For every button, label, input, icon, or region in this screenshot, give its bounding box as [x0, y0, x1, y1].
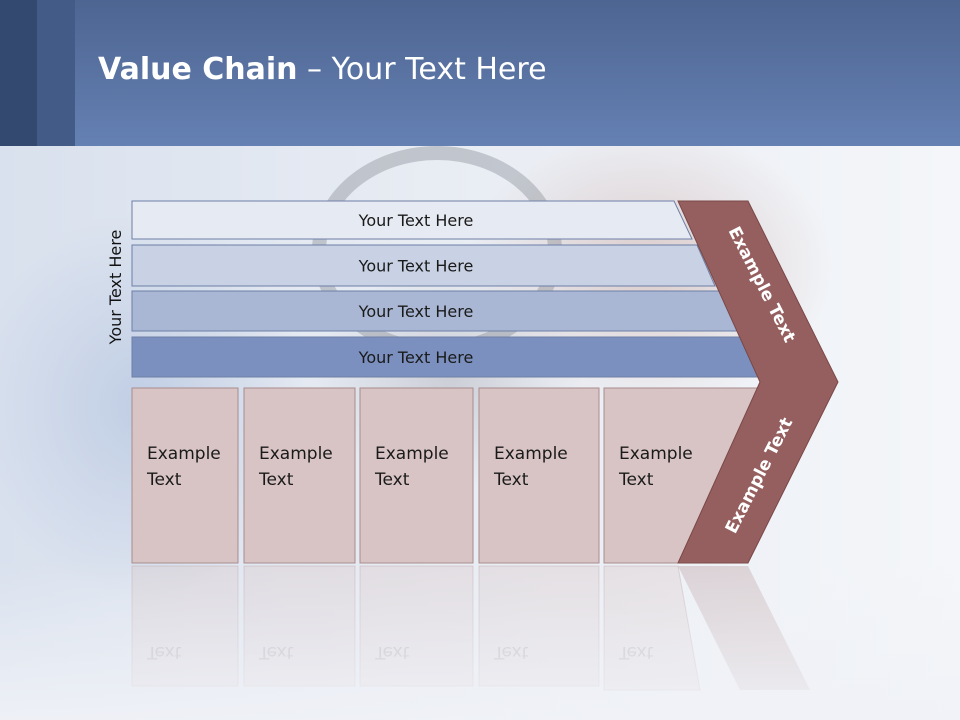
primary-box-line1: Example	[259, 444, 333, 464]
header-stripe-dark	[0, 0, 37, 146]
bottom-fade	[0, 560, 960, 720]
primary-box-line2: Text	[258, 470, 294, 490]
primary-box-line1: Example	[494, 444, 568, 464]
primary-box-1	[131, 387, 239, 564]
primary-box-line1: Example	[375, 444, 449, 464]
side-label: Your Text Here	[106, 229, 125, 345]
primary-box-line2: Text	[146, 470, 182, 490]
primary-box-line1: Example	[147, 444, 221, 464]
primary-box-line2: Text	[618, 470, 654, 490]
support-row-2	[131, 244, 716, 287]
support-row-label: Your Text Here	[358, 348, 474, 367]
primary-box-4	[478, 387, 600, 564]
support-row-label: Your Text Here	[358, 211, 474, 230]
support-row-label: Your Text Here	[358, 302, 474, 321]
slide-title: Value Chain – Your Text Here	[98, 52, 547, 87]
title-bold: Value Chain	[98, 52, 298, 87]
primary-box-line2: Text	[374, 470, 410, 490]
primary-box-line1: Example	[619, 444, 693, 464]
header-stripe-mid	[37, 0, 75, 146]
title-rest: – Your Text Here	[297, 52, 547, 87]
support-row-label: Your Text Here	[358, 257, 474, 276]
header-bar: Value Chain – Your Text Here	[0, 0, 960, 146]
support-row-1	[131, 200, 693, 240]
primary-box-2	[243, 387, 356, 564]
primary-box-line2: Text	[493, 470, 529, 490]
primary-box-3	[359, 387, 474, 564]
